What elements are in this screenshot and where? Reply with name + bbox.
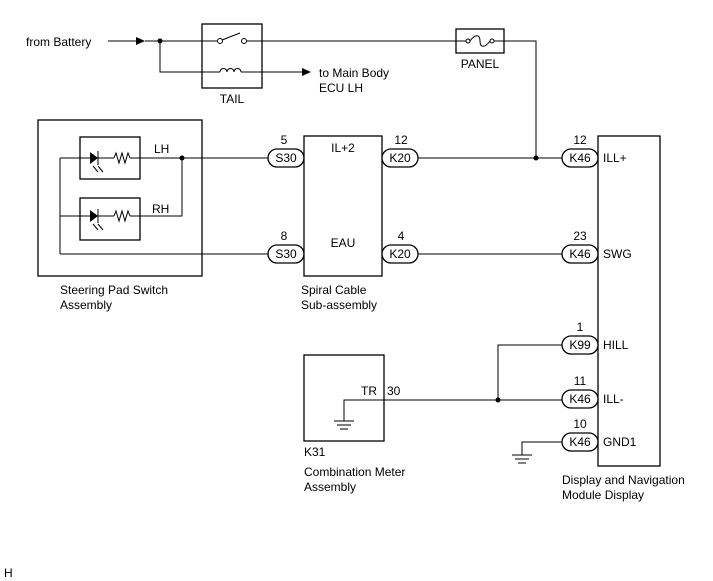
hill-label: HILL — [603, 338, 629, 352]
connector-k46-ill-minus-label: K46 — [569, 392, 591, 406]
pin-k20-top: 12 — [394, 133, 408, 147]
connector-k46-swg — [561, 244, 599, 264]
hill-wire — [497, 344, 562, 400]
rh-illumination-element — [79, 197, 141, 241]
panel-fuse-label: PANEL — [461, 57, 500, 71]
spiral-cable-caption-2: Sub-assembly — [301, 298, 377, 312]
pin-s30-top: 5 — [281, 133, 288, 147]
lh-label: LH — [154, 142, 169, 156]
relay-coil-symbol — [202, 68, 262, 73]
connector-k20-bottom-label: K20 — [389, 247, 411, 261]
pin-k46-gnd1: 10 — [573, 417, 587, 431]
steering-pad-caption-2: Assembly — [60, 298, 112, 312]
combination-meter-box — [303, 354, 385, 442]
meter-connector-label: K31 — [304, 445, 326, 459]
fuse-to-ill-wire — [504, 40, 537, 158]
gnd1-ground-symbol — [512, 441, 562, 464]
pin-k46-ill-minus: 11 — [574, 374, 587, 388]
connector-s30-top-label: S30 — [275, 151, 297, 165]
pin-k46-swg: 23 — [573, 229, 587, 243]
il2-label: IL+2 — [331, 141, 355, 155]
display-caption-2: Module Display — [562, 488, 644, 502]
pin-meter-tr: 30 — [387, 384, 401, 398]
ill-plus-label: ILL+ — [603, 151, 627, 165]
connector-k46-swg-label: K46 — [569, 247, 591, 261]
connector-k46-ill-plus-label: K46 — [569, 151, 591, 165]
to-main-body-label: to Main Body — [319, 66, 389, 80]
rh-label: RH — [152, 202, 169, 216]
main-body-arrow — [262, 68, 311, 76]
relay-switch-symbol — [202, 32, 262, 44]
from-battery-label: from Battery — [26, 35, 91, 49]
ill-minus-label: ILL- — [603, 392, 624, 406]
pin-k20-bottom: 4 — [398, 229, 405, 243]
battery-wire — [145, 38, 202, 73]
tr-label: TR — [361, 384, 377, 398]
meter-caption-2: Assembly — [304, 480, 356, 494]
ecu-lh-label: ECU LH — [319, 81, 363, 95]
diagram-code: H — [4, 566, 13, 580]
spiral-cable-caption-1: Spiral Cable — [301, 283, 367, 297]
pin-k99-hill: 1 — [577, 320, 584, 334]
steering-pad-caption-1: Steering Pad Switch — [60, 283, 168, 297]
connector-k20-top-label: K20 — [389, 151, 411, 165]
tail-relay-box — [201, 23, 263, 89]
spiral-cable-box — [303, 135, 383, 277]
swg-label: SWG — [603, 247, 632, 261]
pin-k46-ill-plus: 12 — [573, 133, 587, 147]
lh-illumination-element — [79, 136, 141, 180]
eau-label: EAU — [331, 236, 356, 250]
pin-s30-bottom: 8 — [281, 229, 288, 243]
display-module-box — [597, 135, 661, 467]
connector-k46-ill-plus — [561, 148, 599, 168]
gnd1-label: GND1 — [603, 435, 637, 449]
ill-plus-junction — [533, 155, 539, 161]
meter-caption-1: Combination Meter — [304, 465, 405, 479]
fuse-symbol — [456, 35, 504, 47]
meter-ground-symbol — [334, 399, 384, 430]
connector-k46-gnd1-label: K46 — [569, 435, 591, 449]
tail-relay-label: TAIL — [220, 92, 245, 106]
connector-s30-bottom-label: S30 — [275, 247, 297, 261]
display-caption-1: Display and Navigation — [562, 473, 685, 487]
battery-arrow — [108, 37, 145, 45]
connector-k46-ill-minus — [561, 389, 599, 409]
connector-k99-hill-label: K99 — [569, 338, 591, 352]
steering-pad-internal-wiring — [59, 155, 202, 255]
